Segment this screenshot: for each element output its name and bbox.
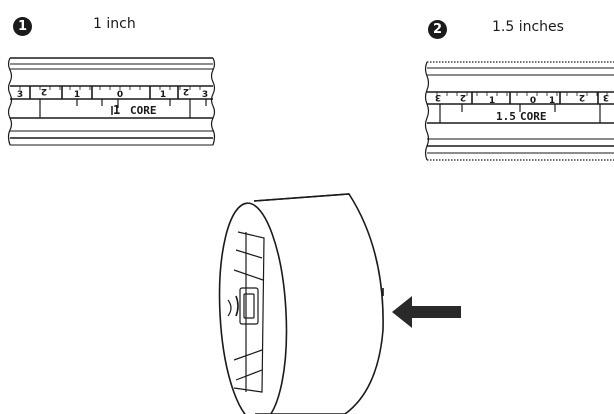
step-2-label: 1.5 inches [492,19,564,35]
scale-number: 0 [530,96,536,106]
core-ruler-2-scale-numbers: 3 2 1 0 1 2 3 [435,92,609,106]
core-2-size-mark: 1.5 [496,110,516,123]
core-2-label: CORE [520,110,547,123]
scale-number: 1 [74,90,80,100]
scale-number: 3 [603,92,609,102]
core-ruler-1 [7,57,216,146]
scale-number: 0 [117,90,123,100]
scale-number: 3 [202,90,208,100]
step-1-badge: 1 [13,17,32,36]
scale-number: 1 [549,96,555,106]
scale-number: 2 [41,86,47,96]
scale-number: 3 [17,90,23,100]
scale-number: 3 [435,92,441,102]
core-ruler-1-scale-numbers: 3 2 1 0 1 2 3 [17,86,208,100]
core-1-label: CORE [130,104,157,117]
scale-number: 2 [183,86,189,96]
scale-number: 1 [160,90,166,100]
core-1-size-mark: 1 [113,103,120,117]
paper-roll-icon [218,193,384,414]
step-2-badge: 2 [428,20,447,39]
scale-number: 2 [579,92,585,102]
scale-number: 2 [460,92,466,102]
scale-number: 1 [489,96,495,106]
core-ruler-2 [424,61,614,161]
left-arrow-icon [392,296,461,328]
step-1-label: 1 inch [93,16,136,32]
